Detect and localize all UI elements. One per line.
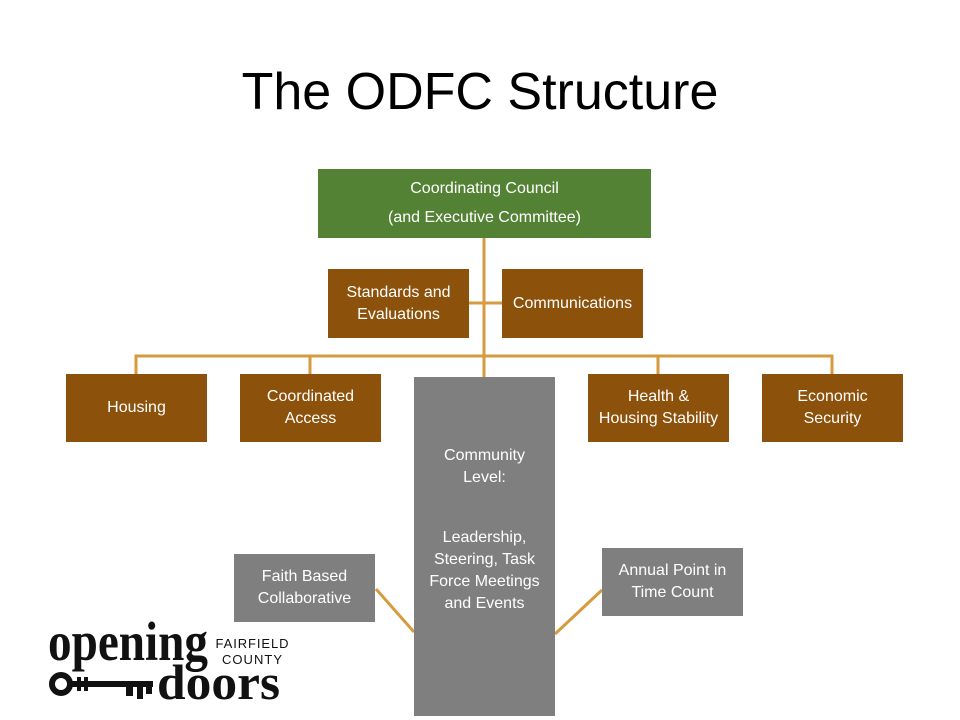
communications-line-1: Communications xyxy=(512,294,633,312)
community-level-box: Community Level: Leadership, Steering, T… xyxy=(414,377,555,716)
logo-word-doors: doors xyxy=(157,654,280,710)
community-level-heading-line-2: Level: xyxy=(463,469,506,486)
standards-evaluations-line-2: Evaluations xyxy=(357,305,440,323)
slide-title: The ODFC Structure xyxy=(241,63,719,121)
faith-based-collaborative-line-2: Collaborative xyxy=(257,590,352,607)
community-level-body-line-3: Force Meetings xyxy=(429,573,540,590)
economic-security-line-2: Security xyxy=(803,410,862,427)
annual-point-in-time-count-line-2: Time Count xyxy=(631,584,714,601)
community-level-body: Leadership, Steering, Task Force Meeting… xyxy=(429,527,539,615)
community-level-body-line-4: and Events xyxy=(444,595,525,612)
health-housing-stability-line-2: Housing Stability xyxy=(598,410,719,427)
housing-box: Housing xyxy=(66,374,207,442)
standards-evaluations-line-1: Standards and xyxy=(346,283,451,301)
annual-point-in-time-count-box: Annual Point in Time Count xyxy=(602,548,743,616)
coordinating-council-line-1: Coordinating Council xyxy=(410,180,559,197)
housing-line-1: Housing xyxy=(107,399,166,416)
community-level-heading: Community Level: xyxy=(444,445,525,489)
faith-based-collaborative-box: Faith Based Collaborative xyxy=(234,554,375,622)
connector-faith-based-collaborative xyxy=(374,588,416,633)
economic-security-box: Economic Security xyxy=(762,374,903,442)
coordinated-access-line-2: Access xyxy=(284,410,337,427)
key-icon xyxy=(49,672,153,699)
health-housing-stability-box: Health & Housing Stability xyxy=(588,374,729,442)
health-housing-stability-line-1: Health & xyxy=(627,388,690,405)
connector-annual-point-in-time-count xyxy=(553,588,604,636)
coordinated-access-line-1: Coordinated xyxy=(266,388,355,405)
economic-security-line-1: Economic xyxy=(797,388,868,405)
communications-box: Communications xyxy=(502,269,643,338)
annual-point-in-time-count-line-1: Annual Point in xyxy=(618,562,727,579)
faith-based-collaborative-line-1: Faith Based xyxy=(261,568,348,585)
opening-doors-logo: opening FAIRFIELD COUNTY doors xyxy=(48,618,289,710)
logo-word-opening: opening xyxy=(48,618,208,672)
logo-region-county: COUNTY xyxy=(222,652,282,667)
standards-evaluations-box: Standards and Evaluations xyxy=(328,269,469,338)
community-level-body-line-2: Steering, Task xyxy=(433,551,536,568)
coordinating-council-line-2: (and Executive Committee) xyxy=(388,209,581,226)
coordinated-access-box: Coordinated Access xyxy=(240,374,381,442)
logo-region-fairfield: FAIRFIELD xyxy=(216,636,289,651)
community-level-heading-line-1: Community xyxy=(444,447,525,464)
coordinating-council-box: Coordinating Council (and Executive Comm… xyxy=(318,169,651,238)
community-level-body-line-1: Leadership, xyxy=(442,529,527,546)
